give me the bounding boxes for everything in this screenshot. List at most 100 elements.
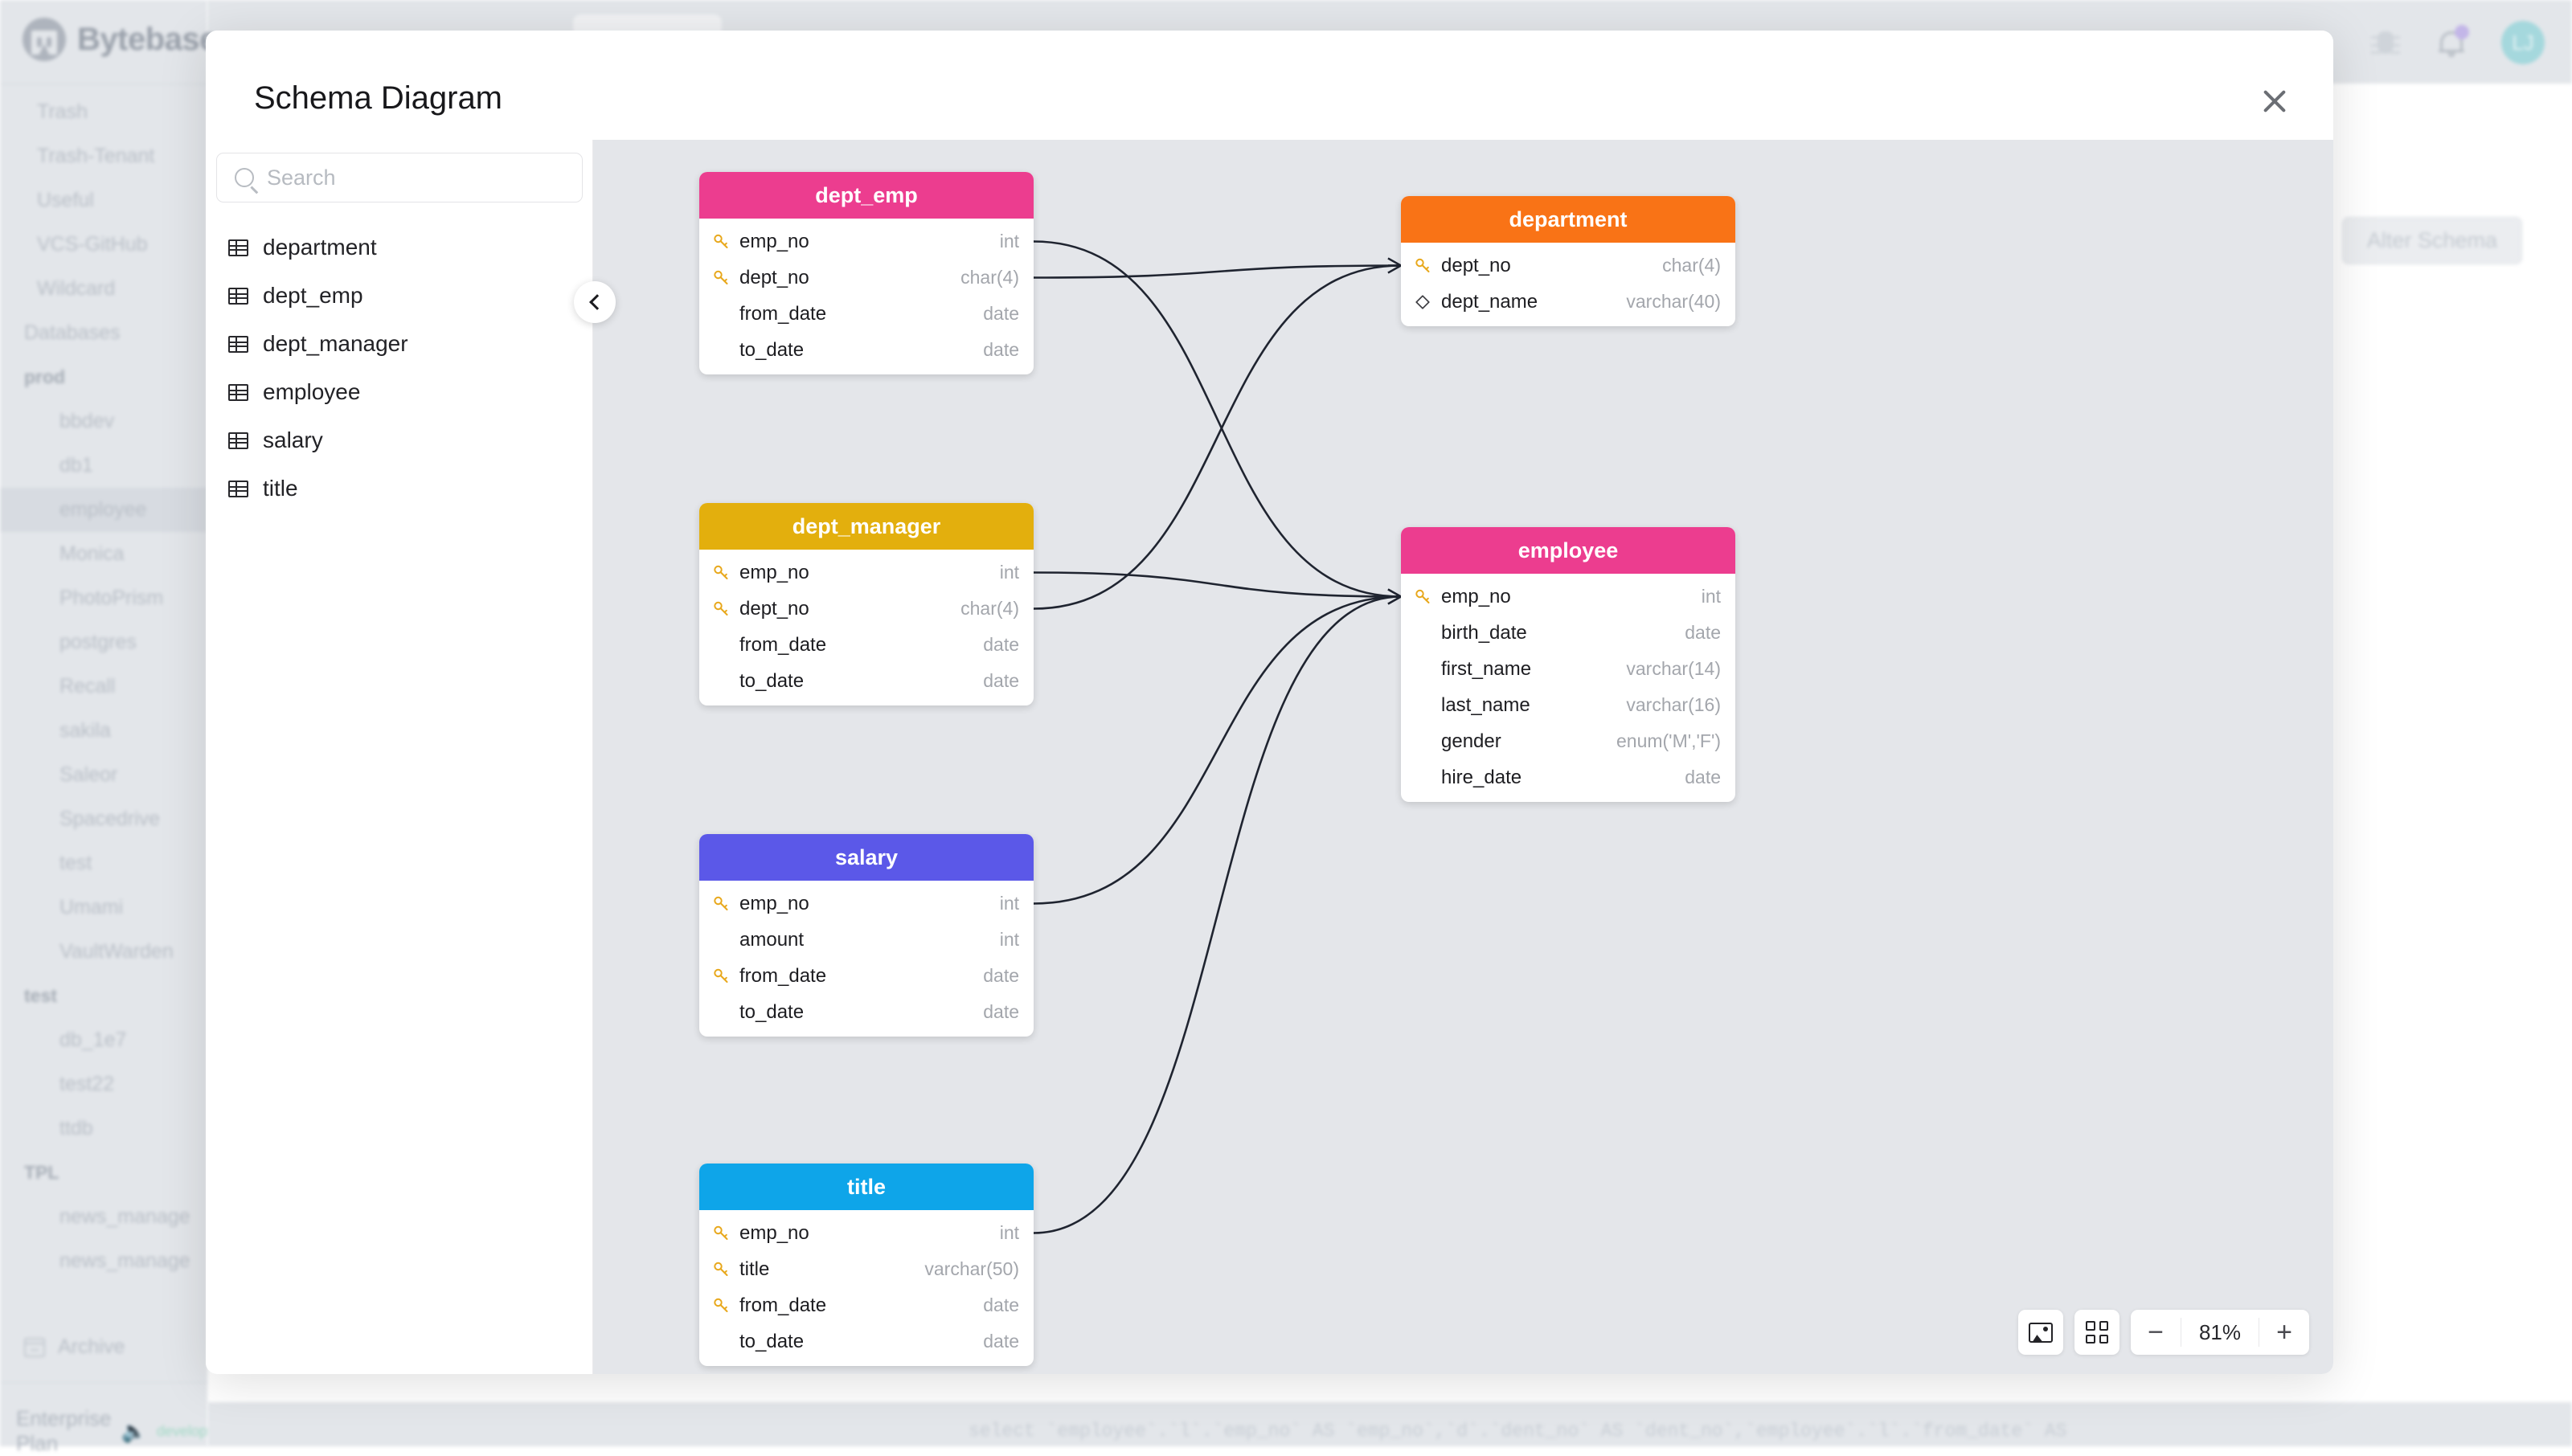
er-column-type: date: [983, 1331, 1019, 1352]
table-icon: [228, 288, 248, 305]
relationship-edge: [1034, 597, 1401, 1233]
key-icon: [711, 1260, 731, 1279]
er-column-name: from_date: [739, 303, 975, 325]
search-placeholder: Search: [267, 166, 336, 190]
zoom-out-button[interactable]: −: [2131, 1310, 2181, 1355]
er-column-name: first_name: [1441, 658, 1618, 681]
er-column-type: varchar(40): [1626, 291, 1721, 313]
table-list-item-label: title: [263, 476, 298, 501]
table-list-item-department[interactable]: department: [206, 223, 592, 272]
er-column-type: date: [983, 1001, 1019, 1023]
er-table-header: employee: [1401, 527, 1735, 574]
er-column-type: int: [1702, 586, 1721, 607]
table-list-item-salary[interactable]: salary: [206, 416, 592, 464]
collapse-panel-button[interactable]: [574, 281, 616, 323]
er-column-name: title: [739, 1258, 916, 1281]
auto-layout-button[interactable]: [2074, 1310, 2119, 1355]
er-column-name: dept_name: [1441, 291, 1618, 313]
table-list-item-dept_manager[interactable]: dept_manager: [206, 320, 592, 368]
relationship-edge: [1034, 573, 1401, 597]
search-icon: [235, 168, 254, 187]
crowsfoot-marker: [1388, 259, 1401, 273]
close-icon[interactable]: [2256, 83, 2293, 120]
key-icon: [711, 563, 731, 583]
er-column-row[interactable]: from_date date: [699, 296, 1034, 332]
key-icon: [711, 967, 731, 986]
er-table-header: dept_emp: [699, 172, 1034, 219]
er-table-header: department: [1401, 196, 1735, 243]
er-column-name: to_date: [739, 1001, 975, 1024]
key-icon: [711, 599, 731, 619]
er-column-name: from_date: [739, 634, 975, 656]
er-column-type: date: [983, 303, 1019, 325]
grid-icon: [2086, 1321, 2108, 1344]
search-field-wrapper[interactable]: Search: [216, 153, 583, 202]
er-column-row[interactable]: to_date date: [699, 1323, 1034, 1360]
er-column-name: emp_no: [739, 231, 992, 253]
zoom-controls: − 81% +: [2131, 1310, 2309, 1355]
table-list-item-title[interactable]: title: [206, 464, 592, 513]
er-column-name: amount: [739, 929, 992, 951]
er-column-row[interactable]: first_name varchar(14): [1401, 651, 1735, 687]
table-icon: [228, 384, 248, 401]
er-column-type: char(4): [1662, 255, 1721, 276]
er-column-name: to_date: [739, 1331, 975, 1353]
key-icon: [711, 232, 731, 252]
key-icon: [1412, 256, 1433, 276]
table-list-item-dept_emp[interactable]: dept_emp: [206, 272, 592, 320]
er-column-type: int: [1000, 562, 1019, 583]
crowsfoot-marker: [1388, 590, 1401, 604]
er-column-name: emp_no: [739, 1222, 992, 1245]
export-image-button[interactable]: [2018, 1310, 2063, 1355]
er-table-header: dept_manager: [699, 503, 1034, 550]
er-column-name: to_date: [739, 339, 975, 362]
diagram-toolbar: − 81% +: [2018, 1310, 2309, 1355]
key-icon: [711, 268, 731, 288]
table-icon: [228, 481, 248, 497]
table-list-item-label: dept_emp: [263, 283, 363, 309]
zoom-in-button[interactable]: +: [2259, 1310, 2309, 1355]
er-column-row[interactable]: to_date date: [699, 994, 1034, 1030]
er-column-name: from_date: [739, 1294, 975, 1317]
er-column-row[interactable]: dept_name varchar(40): [1401, 284, 1735, 320]
key-icon: [711, 1224, 731, 1243]
table-list-item-employee[interactable]: employee: [206, 368, 592, 416]
er-column-type: enum('M','F'): [1616, 730, 1721, 752]
er-column-type: varchar(14): [1626, 658, 1721, 680]
search-input[interactable]: Search: [216, 153, 583, 202]
